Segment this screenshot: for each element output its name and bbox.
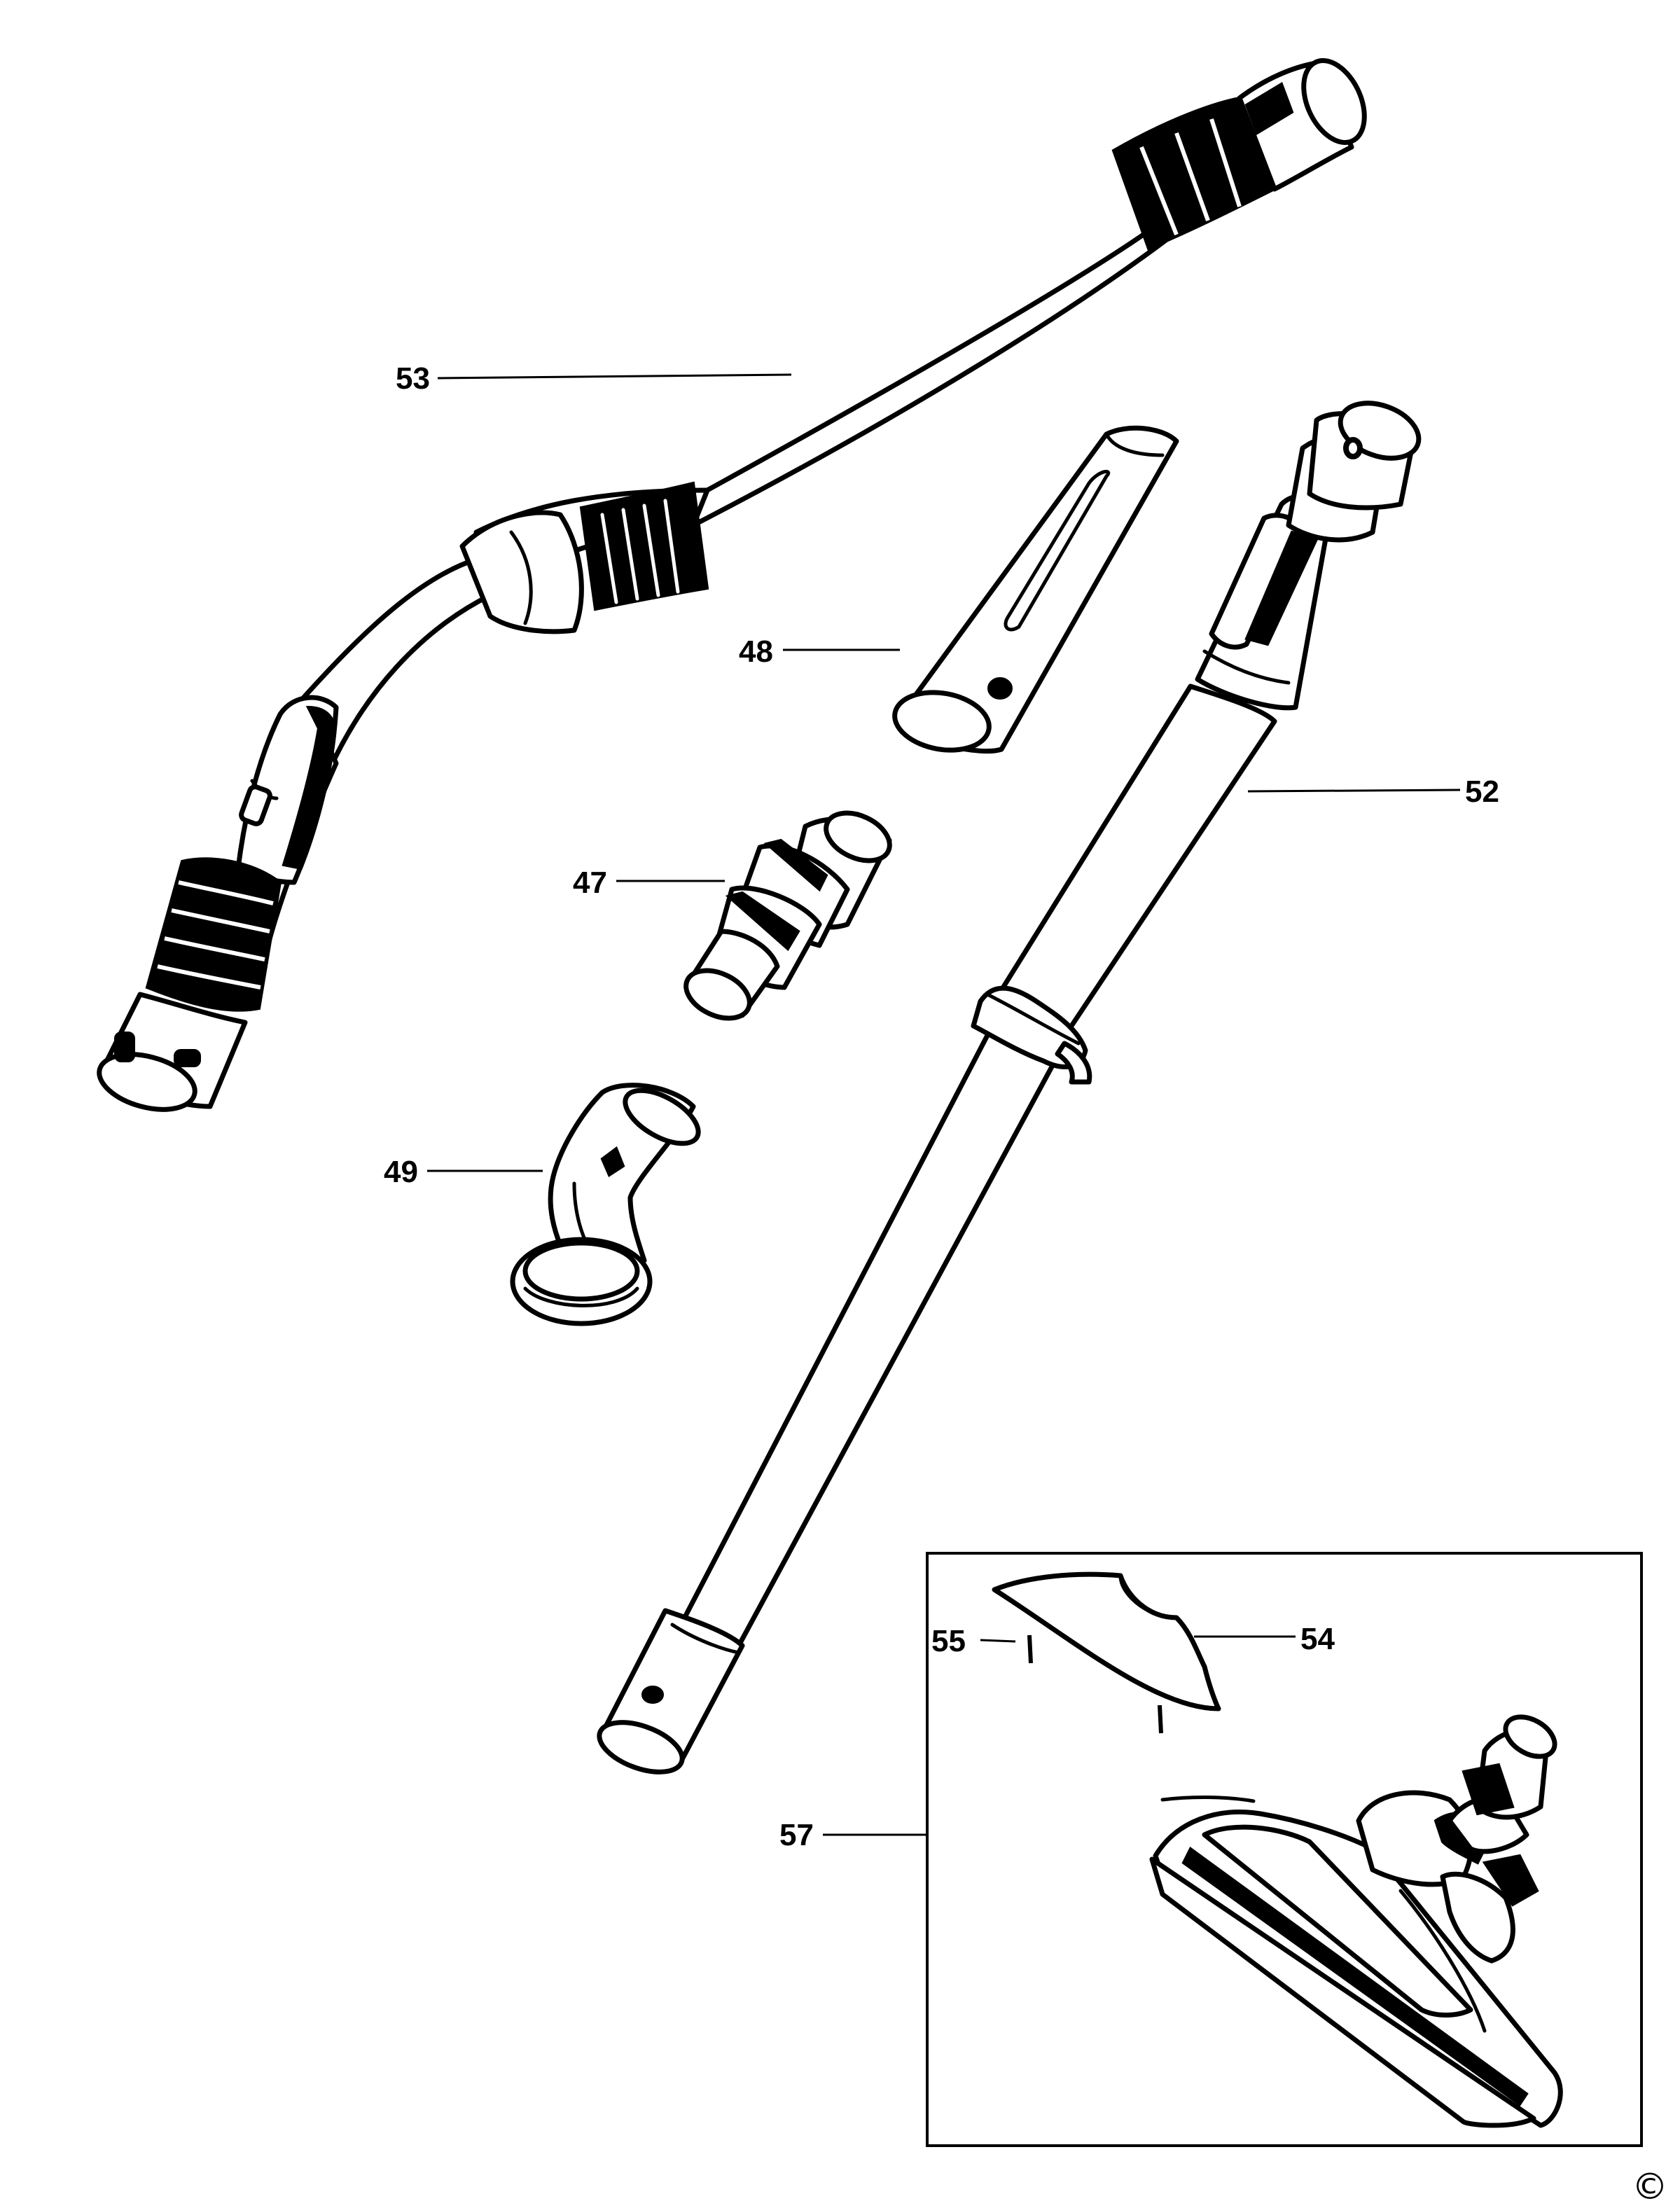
callout-49: 49 xyxy=(384,1155,418,1189)
callout-labels: 53 48 52 47 49 55 54 57 © xyxy=(384,361,1668,2208)
part-47-adapter xyxy=(683,810,892,1021)
callout-47: 47 xyxy=(573,866,607,900)
callout-48: 48 xyxy=(739,634,773,669)
callout-57: 57 xyxy=(779,1818,814,1852)
part-57-box xyxy=(926,1552,1643,2147)
copyright-mark: © xyxy=(1632,2166,1668,2208)
callout-52: 52 xyxy=(1465,775,1499,809)
part-52-extension-tube xyxy=(597,401,1422,1775)
callout-55: 55 xyxy=(931,1624,966,1658)
part-48-crevice-tool xyxy=(892,425,1179,754)
callout-53: 53 xyxy=(396,361,430,396)
leader-lines xyxy=(427,373,1461,1836)
part-49-elbow xyxy=(510,1083,701,1326)
callout-54: 54 xyxy=(1300,1622,1335,1656)
part-53-hose xyxy=(97,58,1367,1112)
